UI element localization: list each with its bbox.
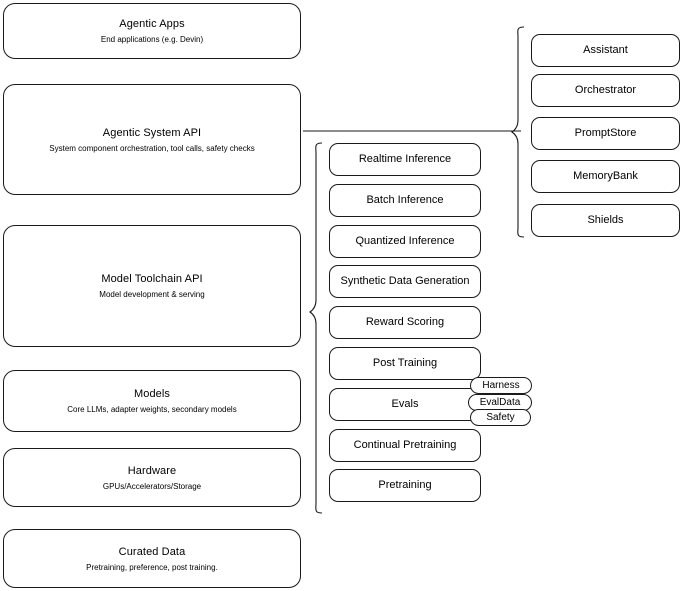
capability-title: Pretraining xyxy=(378,479,432,491)
stack-layer-title: Hardware xyxy=(127,464,177,477)
capability-title: Continual Pretraining xyxy=(353,439,457,451)
stack-layer-model-toolchain-api[interactable]: Model Toolchain API Model development & … xyxy=(3,225,301,347)
stack-layer-subtitle: Model development & serving xyxy=(99,290,205,299)
stack-layer-hardware[interactable]: Hardware GPUs/Accelerators/Storage xyxy=(3,448,301,507)
system-component-assistant[interactable]: Assistant xyxy=(531,34,680,67)
capability-title: Reward Scoring xyxy=(365,316,445,328)
eval-chip-label: EvalData xyxy=(479,396,521,408)
capability-quantized-inference[interactable]: Quantized Inference xyxy=(329,225,481,258)
stack-layer-title: Agentic Apps xyxy=(119,18,185,30)
system-component-title: PromptStore xyxy=(574,127,637,139)
capability-continual-pretraining[interactable]: Continual Pretraining xyxy=(329,429,481,462)
capability-evals[interactable]: Evals xyxy=(329,388,481,421)
stack-layer-agentic-apps[interactable]: Agentic Apps End applications (e.g. Devi… xyxy=(3,3,301,59)
stack-layer-subtitle: Pretraining, preference, post training. xyxy=(86,562,218,572)
system-component-title: Shields xyxy=(587,214,624,226)
capability-title: Quantized Inference xyxy=(355,235,455,247)
eval-chip-safety[interactable]: Safety xyxy=(470,409,531,426)
stack-layer-title: Models xyxy=(133,388,171,400)
stack-layer-curated-data[interactable]: Curated Data Pretraining, preference, po… xyxy=(3,529,301,588)
system-component-title: Assistant xyxy=(583,44,628,56)
capability-title: Synthetic Data Generation xyxy=(340,275,470,287)
capability-title: Batch Inference xyxy=(366,194,444,206)
capability-realtime-inference[interactable]: Realtime Inference xyxy=(329,143,481,176)
capability-title: Post Training xyxy=(372,357,438,369)
capability-title: Evals xyxy=(391,398,419,410)
eval-chip-label: Safety xyxy=(486,411,515,423)
system-component-memorybank[interactable]: MemoryBank xyxy=(531,160,680,193)
system-component-title: MemoryBank xyxy=(573,170,638,182)
system-component-orchestrator[interactable]: Orchestrator xyxy=(531,74,680,107)
eval-chip-label: Harness xyxy=(482,379,520,391)
capability-reward-scoring[interactable]: Reward Scoring xyxy=(329,306,481,339)
system-component-title: Orchestrator xyxy=(574,84,637,96)
capability-batch-inference[interactable]: Batch Inference xyxy=(329,184,481,217)
stack-layer-title: Model Toolchain API xyxy=(101,273,203,285)
capability-post-training[interactable]: Post Training xyxy=(329,347,481,380)
system-components-brace xyxy=(511,26,525,238)
stack-layer-subtitle: System component orchestration, tool cal… xyxy=(49,143,255,153)
eval-chip-harness[interactable]: Harness xyxy=(470,377,532,394)
capability-synthetic-data-generation[interactable]: Synthetic Data Generation xyxy=(329,265,481,298)
stack-layer-title: Agentic System API xyxy=(102,126,202,139)
stack-layer-models[interactable]: Models Core LLMs, adapter weights, secon… xyxy=(3,370,301,432)
capability-pretraining[interactable]: Pretraining xyxy=(329,469,481,502)
stack-layer-agentic-system-api[interactable]: Agentic System API System component orch… xyxy=(3,84,301,195)
stack-layer-title: Curated Data xyxy=(118,545,186,558)
stack-layer-subtitle: End applications (e.g. Devin) xyxy=(100,35,204,44)
system-component-shields[interactable]: Shields xyxy=(531,204,680,237)
system-component-promptstore[interactable]: PromptStore xyxy=(531,117,680,150)
stack-layer-subtitle: Core LLMs, adapter weights, secondary mo… xyxy=(67,405,237,414)
toolchain-brace xyxy=(309,142,323,514)
capability-title: Realtime Inference xyxy=(358,153,452,165)
stack-layer-subtitle: GPUs/Accelerators/Storage xyxy=(102,481,202,491)
